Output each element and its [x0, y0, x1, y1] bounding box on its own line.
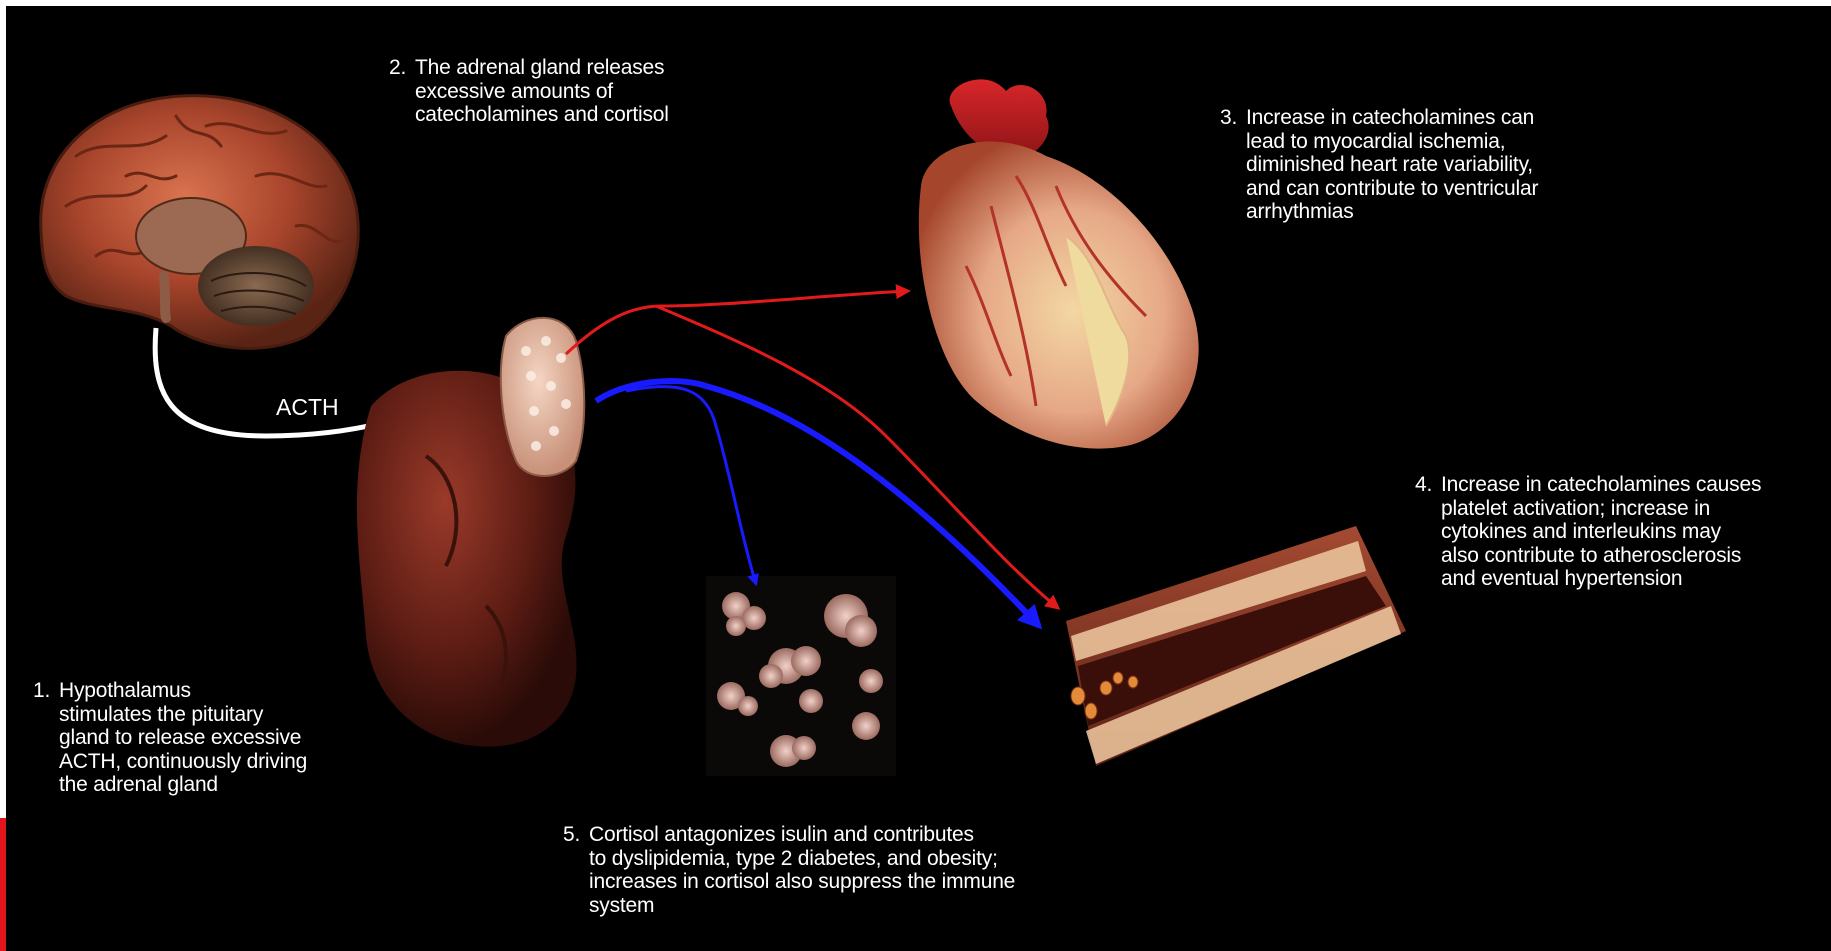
- step-line: ACTH, continuously driving: [59, 750, 307, 774]
- step-line: and can contribute to ventricular: [1246, 177, 1538, 201]
- step-line: increases in cortisol also suppress the …: [589, 870, 1015, 894]
- step-line: Hypothalamus: [59, 679, 307, 703]
- step-line: excessive amounts of: [415, 80, 669, 104]
- step-line: Cortisol antagonizes isulin and contribu…: [589, 823, 1015, 847]
- acth-label: ACTH: [276, 394, 339, 421]
- heart-illustration: [919, 79, 1199, 448]
- step-number: 1.: [33, 679, 59, 797]
- diagram-canvas: ACTH 1. Hypothalamus stimulates the pitu…: [6, 6, 1831, 951]
- step-line: cytokines and interleukins may: [1441, 520, 1761, 544]
- step-line: platelet activation; increase in: [1441, 497, 1761, 521]
- catecholamine-arrow-heart: [566, 291, 908, 354]
- step-1-label: 1. Hypothalamus stimulates the pituitary…: [33, 679, 307, 797]
- step-number: 5.: [563, 823, 589, 917]
- fat-cells-illustration: [706, 576, 896, 776]
- step-line: also contribute to atherosclerosis: [1441, 544, 1761, 568]
- step-line: The adrenal gland releases: [415, 56, 669, 80]
- step-line: arrhythmias: [1246, 200, 1538, 224]
- step-number: 4.: [1415, 473, 1441, 591]
- adrenal-kidney-illustration: [357, 318, 584, 747]
- step-2-label: 2. The adrenal gland releases excessive …: [389, 56, 669, 127]
- step-4-label: 4. Increase in catecholamines causes pla…: [1415, 473, 1761, 591]
- step-line: to dyslipidemia, type 2 diabetes, and ob…: [589, 847, 1015, 871]
- step-number: 2.: [389, 56, 415, 127]
- step-line: system: [589, 894, 1015, 918]
- step-line: Increase in catecholamines causes: [1441, 473, 1761, 497]
- step-line: the adrenal gland: [59, 773, 307, 797]
- step-line: stimulates the pituitary: [59, 703, 307, 727]
- step-line: lead to myocardial ischemia,: [1246, 130, 1538, 154]
- step-line: diminished heart rate variability,: [1246, 153, 1538, 177]
- artery-illustration: [1066, 526, 1406, 766]
- step-5-label: 5. Cortisol antagonizes isulin and contr…: [563, 823, 1015, 917]
- step-line: gland to release excessive: [59, 726, 307, 750]
- cortisol-arrow-fat: [626, 387, 756, 584]
- step-line: catecholamines and cortisol: [415, 103, 669, 127]
- step-line: and eventual hypertension: [1441, 567, 1761, 591]
- brain-illustration: [41, 96, 359, 349]
- step-line: Increase in catecholamines can: [1246, 106, 1538, 130]
- step-3-label: 3. Increase in catecholamines can lead t…: [1220, 106, 1538, 224]
- edge-marker: [0, 818, 6, 951]
- step-number: 3.: [1220, 106, 1246, 224]
